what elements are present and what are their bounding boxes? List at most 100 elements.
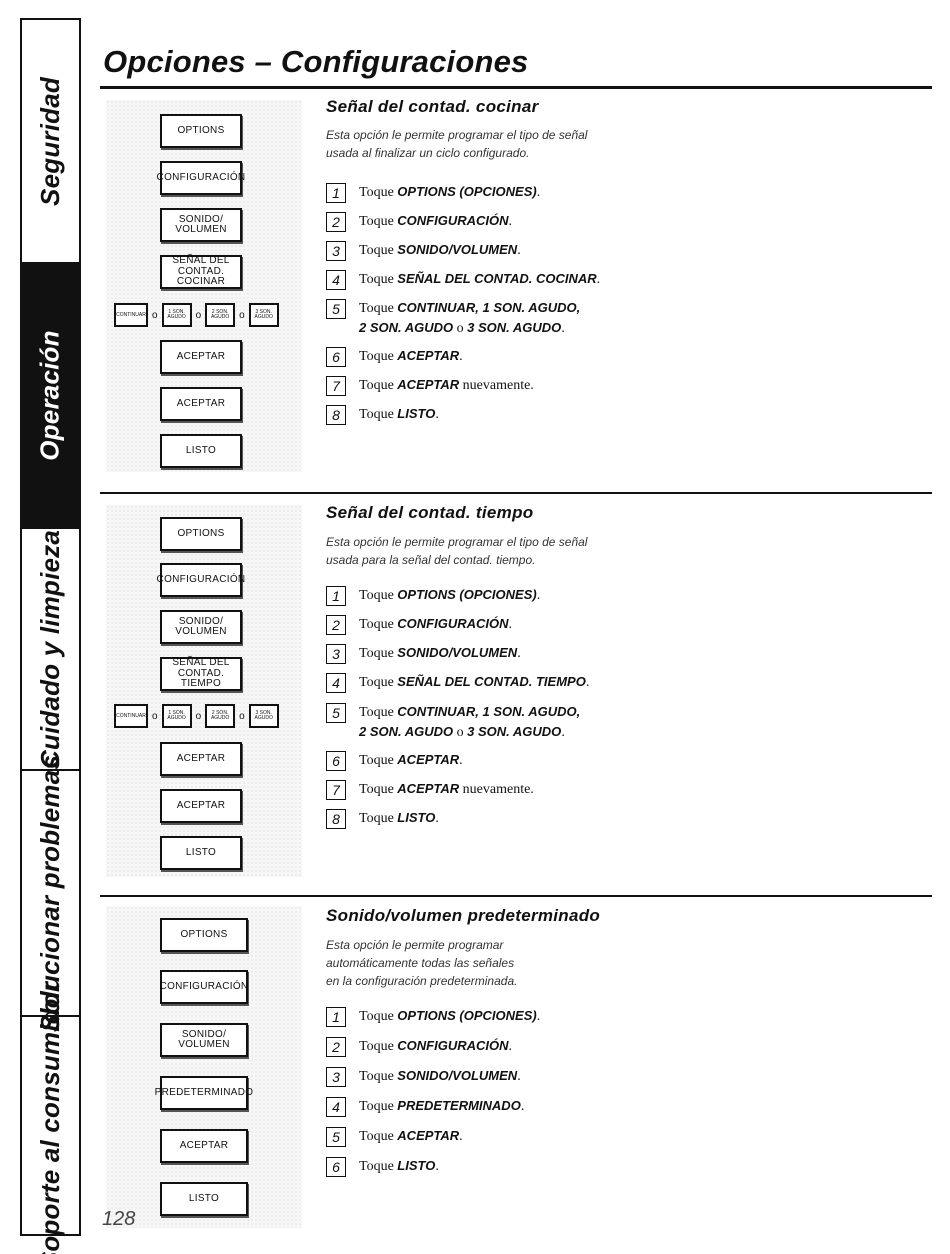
step-key: ACEPTAR [397,781,460,796]
tab-soporte-al-consumidor[interactable]: Soporte al consumidor [22,982,79,1254]
step-number: 3 [326,644,346,664]
step-key: SONIDO/VOLUMEN [397,1068,518,1083]
step-key: LISTO [397,1158,436,1173]
step-verb: Toque [359,1159,398,1174]
step-number: 4 [326,270,346,290]
step-verb: Toque [359,646,398,661]
step-suffix: . [536,185,541,200]
key-label: Configuración [156,573,246,585]
step-verb: Toque [359,617,398,632]
step-verb: Toque [359,811,398,826]
page-title: Opciones – Configuraciones [103,44,529,79]
sonido-volumen-key: Sonido/ Volumen [160,1023,248,1057]
step-number: 7 [326,780,346,800]
section-tabs: Seguridad Operación Cuidado y limpieza S… [20,18,79,1254]
step-number: 5 [326,1127,346,1147]
step-verb: Toque [359,243,398,258]
tab-label: Soporte al consumidor [35,981,65,1254]
step-number: 4 [326,673,346,693]
step-suffix: . [435,811,439,826]
key-label: Continuar [116,712,146,719]
step-key: SONIDO/VOLUMEN [397,645,518,660]
options-key: Options [160,918,248,952]
step-suffix: . [596,272,601,287]
tab-solucionar-problemas[interactable]: Solucionar problemas [22,754,79,1032]
continuar-key: Continuar [114,303,148,327]
step-verb: Toque [359,1129,398,1144]
step-verb: Toque [359,705,398,720]
step-key: SEÑAL DEL CONTAD. COCINAR [397,271,597,286]
page-number: 128 [102,1208,136,1230]
step-verb: Toque [359,675,398,690]
section-title: Señal del contad. tiempo [326,503,534,522]
step: 1 Toque OPTIONS (OPCIONES). [326,182,926,203]
tab-seguridad[interactable]: Seguridad [22,20,79,264]
step: 6 Toque ACEPTAR. [326,346,926,367]
step-number: 8 [326,809,346,829]
tab-label: Seguridad [35,76,65,206]
step-suffix: . [536,1009,541,1024]
section-rule [100,492,932,494]
predeterminado-key: Predeterminado [155,1076,253,1110]
key-label: Aceptar [179,1139,229,1151]
aceptar-key: Aceptar [160,1129,248,1163]
step-suffix: . [435,1159,439,1174]
step-number: 8 [326,405,346,425]
control-panel-illustration: Options Configuración Sonido/ Volumen Se… [106,100,302,472]
sonido-volumen-key: Sonido/ Volumen [160,208,242,242]
step-suffix: . [508,214,513,229]
key-label: Configuración [159,980,249,992]
step-key: OPTIONS (OPCIONES) [397,184,537,199]
title-rule [100,86,932,89]
step-number: 1 [326,586,346,606]
step-key: SEÑAL DEL CONTAD. TIEMPO [397,674,586,689]
step-verb: Toque [359,407,398,422]
step-number: 3 [326,241,346,261]
or-separator: o [239,309,245,321]
key-label: 3 Son. Agudo [254,309,273,320]
tab-operacion[interactable]: Operación [22,264,79,529]
key-label: Continuar [116,311,146,318]
listo-key: Listo [160,434,242,468]
configuracion-key: Configuración [157,161,245,195]
step-key: ACEPTAR [397,377,460,392]
step-suffix: . [536,588,541,603]
step: 5 Toque CONTINUAR, 1 SON. AGUDO,2 SON. A… [326,298,926,338]
step-connector: o [453,321,468,336]
step-key: 3 SON. AGUDO [467,320,562,335]
step-number: 1 [326,183,346,203]
step-suffix: . [517,646,521,661]
2-son-agudo-key: 2 Son. Agudo [205,303,236,327]
step-number: 6 [326,1157,346,1177]
step-key: CONFIGURACIÓN [397,616,509,631]
step-key: ACEPTAR [397,348,460,363]
section-title: Sonido/volumen predeterminado [326,906,601,925]
step-verb: Toque [359,1099,398,1114]
key-label: Aceptar [176,397,226,409]
step-suffix: . [508,617,513,632]
aceptar-key: Aceptar [160,789,242,823]
listo-key: Listo [160,836,242,870]
tab-label: Operación [35,330,65,461]
step-verb: Toque [359,782,398,797]
step-verb: Toque [359,588,398,603]
step-number: 7 [326,376,346,396]
step-key: PREDETERMINADO [397,1098,521,1113]
step-verb: Toque [359,1009,398,1024]
tab-cuidado-y-limpieza[interactable]: Cuidado y limpieza [22,529,79,771]
key-label: Aceptar [176,799,226,811]
signal-key-row: Continuar o 1 Son. Agudo o 2 Son. Agudo … [114,703,300,729]
step: 1 Toque OPTIONS (OPCIONES). [326,1006,926,1027]
step-suffix: . [520,1099,525,1114]
step: 6 Toque ACEPTAR. [326,750,926,771]
step-verb: Toque [359,378,398,393]
step-number: 3 [326,1067,346,1087]
listo-key: Listo [160,1182,248,1216]
step: 8 Toque LISTO. [326,404,926,425]
step-suffix: . [517,243,521,258]
step-suffix: . [561,321,565,336]
key-label: Sonido/ Volumen [175,213,227,235]
step-verb: Toque [359,349,398,364]
key-label: Sonido/ Volumen [178,1028,230,1050]
aceptar-key: Aceptar [160,387,242,421]
